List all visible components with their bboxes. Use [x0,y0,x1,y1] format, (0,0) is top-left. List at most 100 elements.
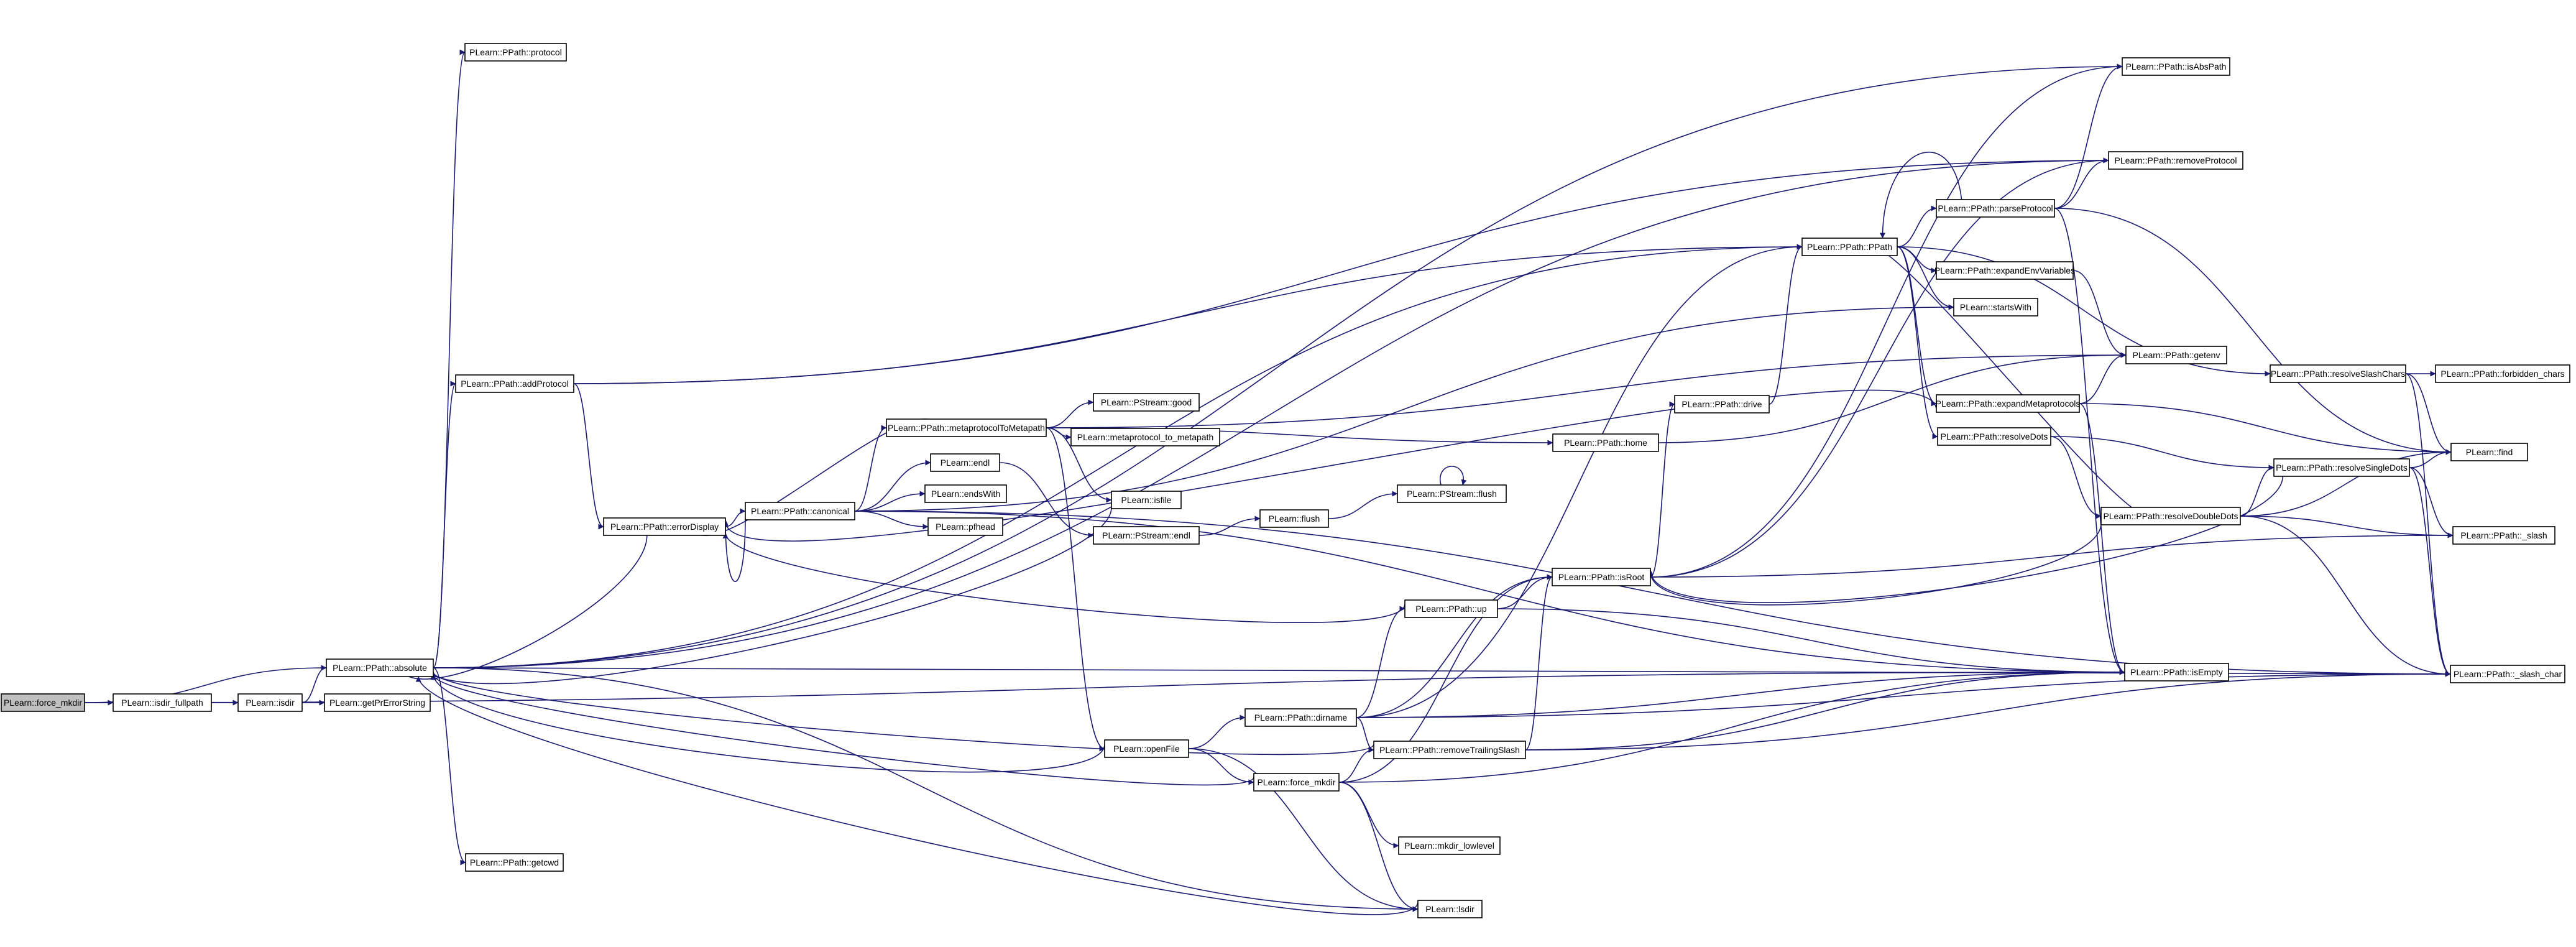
node-openFile[interactable]: PLearn::openFile [1104,739,1189,758]
node-up[interactable]: PLearn::PPath::up [1404,599,1498,618]
edge-ppath-to-startsWith [1897,246,1954,310]
node-box [2124,663,2229,681]
node-absolute[interactable]: PLearn::PPath::absolute [326,658,434,677]
node-mkdir_lowlevel[interactable]: PLearn::mkdir_lowlevel [1398,836,1501,855]
node-expandEnvVariables[interactable]: PLearn::PPath::expandEnvVariables [1934,261,2075,280]
node-label: PLearn::PPath::addProtocol [461,379,569,389]
node-good[interactable]: PLearn::PStream::good [1093,393,1200,412]
edge-removeTrailingSlash-to-absolute [430,672,1374,755]
node-lsdir[interactable]: PLearn::lsdir [1417,900,1483,918]
node-metaprotocol_to_metapath[interactable]: PLearn::metaprotocol_to_metapath [1070,428,1220,446]
node-force_mkdir[interactable]: PLearn::force_mkdir [1253,773,1340,792]
edge-isRoot-to-drive [1650,401,1675,578]
node-isdir_fullpath[interactable]: PLearn::isdir_fullpath [113,693,212,712]
edge-expandEnvVariables-to-getenv [2072,270,2127,358]
node-resolveSingleDots[interactable]: PLearn::PPath::resolveSingleDots [2273,458,2410,477]
edge-force_mkdir-to-isRoot [1338,574,1553,783]
node-box [2450,443,2528,461]
node-endsWith[interactable]: PLearn::endsWith [924,484,1007,503]
edge-addProtocol-to-removeProtocol [573,157,2109,384]
node-resolveDots[interactable]: PLearn::PPath::resolveDots [1937,427,2051,446]
node-box [1674,395,1770,413]
edge-expandMetaprotocols-to-getenv [2079,352,2127,404]
node-label: PLearn::PPath::drive [1681,399,1762,409]
node-label: PLearn::force_mkdir [1257,777,1335,787]
edge-expandMetaprotocols-to-isEmpty [2079,403,2125,675]
node-resolveDoubleDots[interactable]: PLearn::PPath::resolveDoubleDots [2100,507,2241,525]
node-ppath[interactable]: PLearn::PPath::PPath [1801,238,1898,256]
node-removeTrailingSlash[interactable]: PLearn::PPath::removeTrailingSlash [1373,741,1526,759]
node-box [1801,238,1898,256]
node-expandMetaprotocols[interactable]: PLearn::PPath::expandMetaprotocols [1936,394,2081,413]
edge-parseProtocol-to-removeProtocol [2054,157,2109,209]
node-home[interactable]: PLearn::PPath::home [1552,433,1659,452]
node-getPrErrorString[interactable]: PLearn::getPrErrorString [324,693,431,712]
node-box [1253,773,1340,792]
node-metaprotocolToMetapath[interactable]: PLearn::PPath::metaprotocolToMetapath [886,418,1047,437]
edge-resolveSingleDots-to-slash_char [2409,467,2451,677]
node-isRoot[interactable]: PLearn::PPath::isRoot [1552,568,1651,586]
node-pfhead[interactable]: PLearn::pfhead [927,517,1003,536]
node-box [927,517,1003,536]
edge-addProtocol-to-ppath [573,244,1803,384]
node-isfile[interactable]: PLearn::isfile [1111,491,1182,509]
node-label: PLearn::pfhead [936,522,995,532]
node-label: PLearn::PPath::resolveDoubleDots [2103,511,2238,521]
node-protocol[interactable]: PLearn::PPath::protocol [464,43,567,62]
node-force_mkdir_root[interactable]: PLearn::force_mkdir [1,693,85,712]
edge-canonical-to-metaprotocolToMetapath [854,425,887,512]
edge-removeTrailingSlash-to-isEmpty [1525,669,2125,751]
node-box [1552,568,1651,586]
node-label: PLearn::find [2466,447,2513,457]
node-box [1936,199,2055,218]
edge-pstream_flush-to-pstream_flush [1439,466,1467,486]
edge-resolveDoubleDots-to-slash_char [2240,515,2451,677]
node-box [1070,428,1220,446]
node-label: PLearn::PPath::PPath [1807,242,1892,252]
node-endl[interactable]: PLearn::endl [930,453,1000,472]
node-pstream_flush[interactable]: PLearn::PStream::flush [1397,484,1507,503]
edge-resolveDoubleDots-to-resolveSingleDots [2240,464,2275,517]
node-box [1093,526,1200,545]
edge-openFile-to-dirname [1188,714,1246,749]
node-getenv[interactable]: PLearn::PPath::getenv [2125,346,2227,364]
node-label: PLearn::PPath::expandMetaprotocols [1936,399,2081,409]
node-box [930,453,1000,472]
node-resolveSlashChars[interactable]: PLearn::PPath::resolveSlashChars [2270,364,2406,383]
edge-flush-to-pstream_flush [1328,491,1398,519]
edge-lsdir-to-absolute [415,676,1419,915]
edge-absolute-to-protocol [433,49,466,668]
node-drive[interactable]: PLearn::PPath::drive [1674,395,1770,413]
node-removeProtocol[interactable]: PLearn::PPath::removeProtocol [2108,151,2243,170]
node-box [1398,836,1501,855]
node-slash[interactable]: PLearn::PPath::_slash [2452,526,2555,545]
node-slash_char[interactable]: PLearn::PPath::_slash_char [2450,665,2565,683]
edge-isRoot-to-removeProtocol [1650,157,2109,578]
node-flush[interactable]: PLearn::flush [1259,509,1329,528]
edge-up-to-isEmpty [1497,608,2125,675]
node-dirname[interactable]: PLearn::PPath::dirname [1244,708,1357,727]
node-pstream_endl[interactable]: PLearn::PStream::endl [1093,526,1200,545]
node-find[interactable]: PLearn::find [2450,443,2528,461]
node-errorDisplay[interactable]: PLearn::PPath::errorDisplay [603,517,726,536]
edge-isRoot-to-isAbsPath [1650,63,2123,578]
node-isdir[interactable]: PLearn::isdir [237,693,303,712]
node-parseProtocol[interactable]: PLearn::PPath::parseProtocol [1936,199,2055,218]
edge-absolute-to-ppath [433,244,1803,668]
node-startsWith[interactable]: PLearn::startsWith [1953,298,2038,316]
node-canonical[interactable]: PLearn::PPath::canonical [745,502,855,520]
edge-canonical-to-pfhead [854,510,929,530]
node-label: PLearn::PPath::removeProtocol [2115,155,2237,165]
edge-resolveSlashChars-to-find [2405,373,2452,455]
edge-metaprotocolToMetapath-to-isfile [1046,427,1112,503]
node-box [2273,458,2410,477]
node-box [745,502,855,520]
node-forbidden_chars[interactable]: PLearn::PPath::forbidden_chars [2435,364,2570,383]
node-addProtocol[interactable]: PLearn::PPath::addProtocol [455,374,574,393]
edge-ppath-to-expandEnvVariables [1897,246,1937,274]
node-getcwd[interactable]: PLearn::PPath::getcwd [465,853,564,872]
edge-absolute-to-addProtocol [433,381,456,668]
edge-absolute-to-isAbsPath [433,63,2123,668]
node-isAbsPath[interactable]: PLearn::PPath::isAbsPath [2122,57,2230,76]
node-isEmpty[interactable]: PLearn::PPath::isEmpty [2124,663,2229,681]
